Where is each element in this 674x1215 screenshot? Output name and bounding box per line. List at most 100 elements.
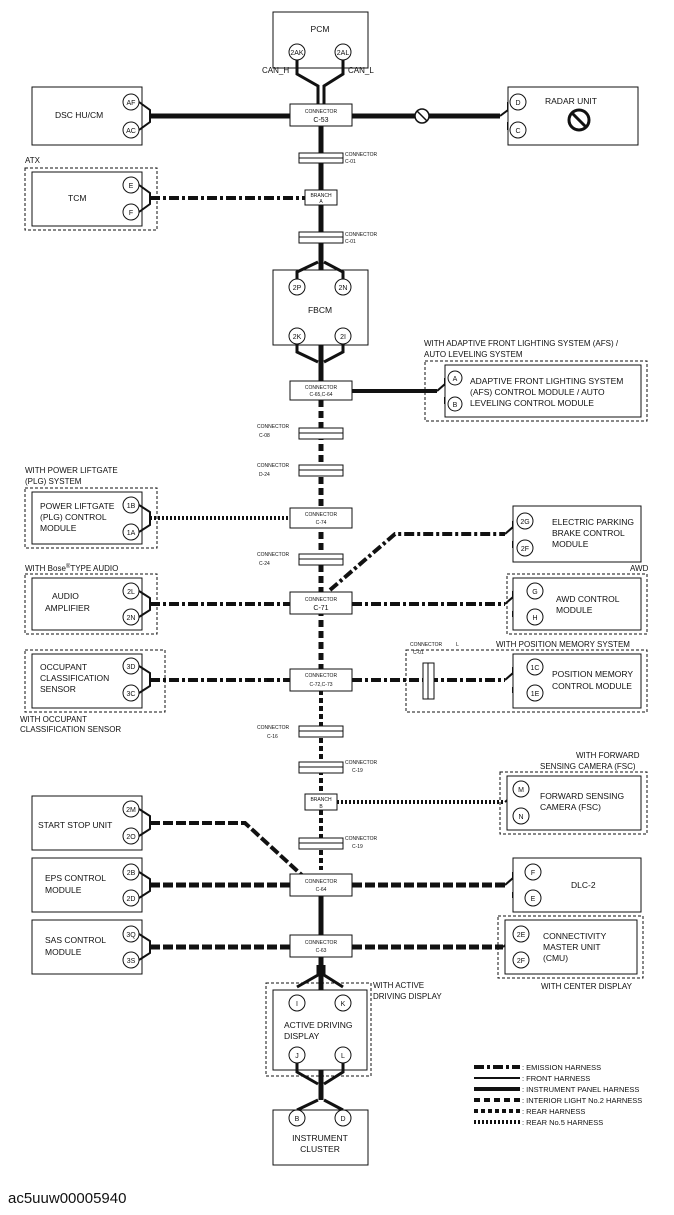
plg-label: POWER LIFTGATE [40,501,115,511]
pin-label: 2G [520,519,529,526]
svg-text:: REAR No.5 HARNESS: : REAR No.5 HARNESS [522,1118,603,1127]
amp-label: AUDIO [52,591,79,601]
pin-label: 2O [126,834,136,841]
tcm-module: ATX TCM E F [24,156,305,231]
connector-c53: CONNECTOR C-53 [289,103,353,127]
pcm-module: PCM 2AK 2AL CAN_H CAN_L [262,11,374,104]
branch-word: BRANCH [310,797,332,803]
can-l-label: CAN_L [348,66,374,75]
occupant-label: CLASSIFICATION [40,673,109,683]
pin-label: 2E [517,932,526,939]
legend-label: EMISSION HARNESS [526,1063,601,1072]
plg-module: WITH POWER LIFTGATE (PLG) SYSTEM POWER L… [24,466,290,549]
connector-id: C-19 [352,768,363,774]
sas-label: SAS CONTROL [45,935,106,945]
pin-label: 2N [339,285,348,292]
pin-label: A [453,376,458,383]
cmu-label: MASTER UNIT [543,942,601,952]
pin-label: M [518,787,524,794]
awd-label: AWD CONTROL [556,594,620,604]
legend-label: FRONT HARNESS [526,1074,590,1083]
svg-text:: REAR HARNESS: : REAR HARNESS [522,1107,585,1116]
option-label: DRIVING DISPLAY [373,992,442,1001]
connector-c65-c64: CONNECTOR C-65,C-64 [289,380,353,401]
pin-label: 1B [127,503,136,510]
svg-text:: INSTRUMENT PANEL HARNESS: : INSTRUMENT PANEL HARNESS [522,1085,639,1094]
connector-word: CONNECTOR [305,879,338,885]
branch-word: BRANCH [310,193,332,199]
branch-b: BRANCH B [304,793,338,811]
pin-label: K [341,1001,346,1008]
connector-c24: CONNECTOR C-24 [257,552,344,567]
afs-module: WITH ADAPTIVE FRONT LIGHTING SYSTEM (AFS… [352,339,648,422]
pin-label: C [515,128,520,135]
pin-label: E [531,896,536,903]
pin-label: 3D [127,664,136,671]
active-display-label: DISPLAY [284,1031,320,1041]
fsc-label: FORWARD SENSING [540,791,624,801]
start-stop-label: START STOP UNIT [38,820,112,830]
cmu-label: CONNECTIVITY [543,931,607,941]
legend-label: INTERIOR LIGHT No.2 HARNESS [526,1096,642,1105]
occupant-label: OCCUPANT [40,662,87,672]
legend-entry: : EMISSION HARNESS [474,1063,601,1072]
connector-word: CONNECTOR [410,642,443,648]
option-label: SENSING CAMERA (FSC) [540,762,636,771]
legend-label: REAR No.5 HARNESS [526,1118,603,1127]
connector-word: CONNECTOR [257,463,290,469]
active-display-label: ACTIVE DRIVING [284,1020,352,1030]
bose-option-label: WITH Bose®TYPE AUDIO [25,563,118,573]
connector-id: C-65,C-64 [309,392,332,398]
connector-word: CONNECTOR [257,424,290,430]
connector-word: CONNECTOR [305,673,338,679]
pin-label: 2F [521,546,529,553]
connector-id: C-08 [259,433,270,439]
connector-word: CONNECTOR [345,152,378,158]
option-label: AWD [630,564,649,573]
instrument-cluster-module: B D INSTRUMENT CLUSTER [272,1098,369,1166]
radar-label: RADAR UNIT [545,96,597,106]
tcm-label: TCM [68,193,86,203]
option-label: CLASSIFICATION SENSOR [20,725,121,734]
pin-label: 3Q [126,932,136,939]
pin-label: 3S [127,958,136,965]
connector-id: C-01 [413,650,424,656]
pin-label: 2AK [290,50,304,57]
connector-id: C-71 [313,605,328,612]
legend-entry: : INSTRUMENT PANEL HARNESS [474,1085,639,1094]
pin-label: AF [127,100,136,107]
connector-word: CONNECTOR [305,512,338,518]
option-label: (PLG) SYSTEM [25,477,82,486]
pin-label: G [532,589,537,596]
pin-label: J [295,1053,299,1060]
option-label: WITH POWER LIFTGATE [25,466,118,475]
option-label: WITH ACTIVE [373,981,424,990]
pin-label: F [531,870,535,877]
pin-label: 2F [517,958,525,965]
legend-entry: : FRONT HARNESS [474,1074,590,1083]
connector-word: CONNECTOR [345,760,378,766]
fsc-module: WITH FORWARD SENSING CAMERA (FSC) M N FO… [337,751,648,835]
awd-label: MODULE [556,605,593,615]
dlc-label: DLC-2 [571,880,596,890]
connector-c01-a: CONNECTOR C-01 [298,152,378,165]
connector-id: C-64 [316,887,327,893]
pin-label: 3C [127,691,136,698]
branch-id: A [319,199,323,205]
connector-word: CONNECTOR [305,597,338,603]
position-memory-label: POSITION MEMORY [552,669,633,679]
connector-id: C-63 [316,948,327,954]
figure-id: ac5uuw00005940 [8,1190,127,1207]
svg-text:: INTERIOR LIGHT No.2 HARNESS: : INTERIOR LIGHT No.2 HARNESS [522,1096,642,1105]
amp-module: WITH Bose®TYPE AUDIO AUDIO AMPLIFIER 2L … [24,563,290,635]
option-label: WITH FORWARD [576,751,640,760]
pin-label: AC [126,128,136,135]
afs-label: ADAPTIVE FRONT LIGHTING SYSTEM [470,376,623,386]
connector-word: CONNECTOR [345,836,378,842]
connector-word: CONNECTOR [305,109,338,115]
dsc-label: DSC HU/CM [55,110,103,120]
epb-label: ELECTRIC PARKING [552,517,634,527]
pin-label: B [295,1116,300,1123]
connector-c08: CONNECTOR C-08 [257,424,344,440]
connector-word: CONNECTOR [257,552,290,558]
